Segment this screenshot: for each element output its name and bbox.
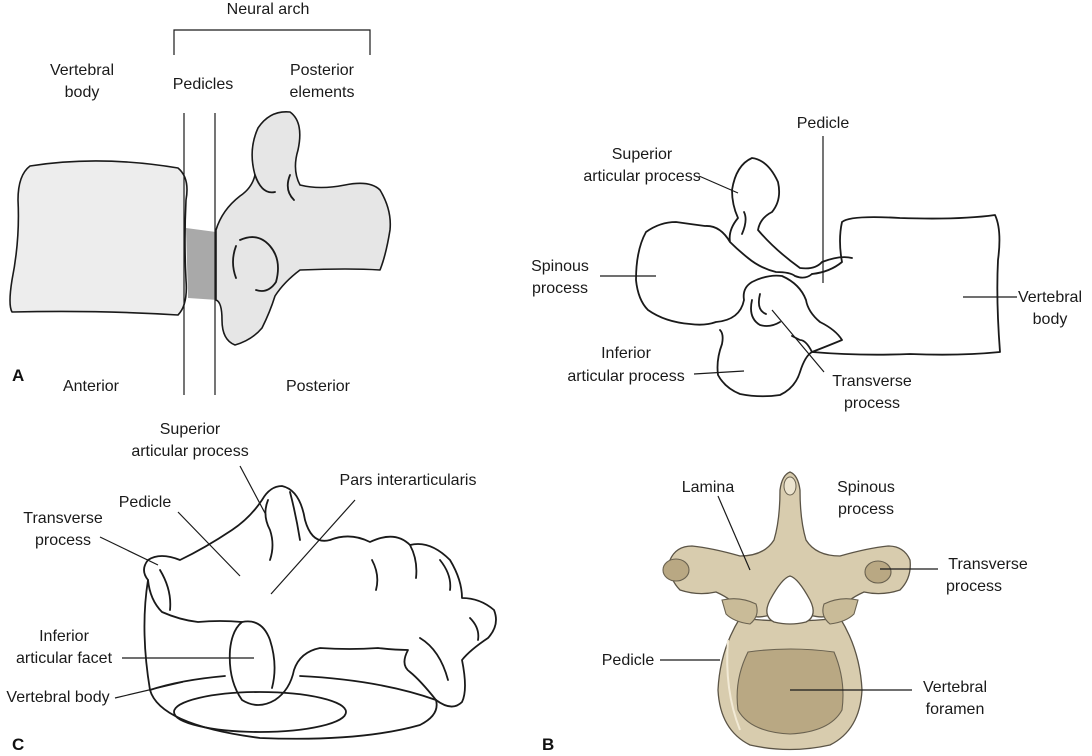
spinous-label-axial2: process xyxy=(838,501,894,518)
inferior-facet-label-c1: Inferior xyxy=(39,628,89,645)
inferior-articular-label-b2: articular process xyxy=(567,368,684,385)
posterior-elements-shape xyxy=(215,111,392,346)
superior-articular-label-b2: articular process xyxy=(583,168,700,185)
axial-highlight xyxy=(726,639,741,731)
transverse-label-c2: process xyxy=(35,532,91,549)
panel-a-letter: A xyxy=(12,366,24,385)
panel-a: Neural arch A Vertebral body Pedicles Po… xyxy=(9,1,392,395)
pars-label-c: Pars interarticularis xyxy=(340,472,477,489)
c-body-end-ring xyxy=(173,691,347,733)
pedicle-label-b: Pedicle xyxy=(797,115,850,132)
spinous-label-b2: process xyxy=(532,280,588,297)
posterior-label: Posterior xyxy=(286,378,351,395)
neural-arch-label: Neural arch xyxy=(227,1,310,18)
transverse-label-c1: Transverse xyxy=(23,510,103,527)
panel-b-lateral: Pedicle Superior articular process Spino… xyxy=(531,115,1082,412)
vertebral-body-label-a1: Vertebral xyxy=(50,62,114,79)
vertebral-body-shape xyxy=(9,160,188,316)
posterior-elements-label-2: elements xyxy=(290,84,355,101)
vertebral-body-label-b2: body xyxy=(1033,311,1068,328)
superior-articular-label-c2: articular process xyxy=(131,443,248,460)
vertebral-body-label-c: Vertebral body xyxy=(6,689,109,706)
panel-c-letter: C xyxy=(12,735,24,754)
c-body-top-edge xyxy=(149,675,437,701)
pedicle-leader-c xyxy=(177,511,241,577)
lateral-vertebral-body xyxy=(791,214,1001,356)
transverse-tip-left xyxy=(662,558,690,582)
c-vertebral-body-outline xyxy=(143,579,438,740)
c-posterior-elements xyxy=(143,485,497,708)
spinous-tip xyxy=(783,476,797,496)
axial-pedicle-left xyxy=(721,598,758,625)
superior-articular-leader-b xyxy=(698,175,739,194)
vertebral-body-label-b1: Vertebral xyxy=(1018,289,1082,306)
lateral-inner-detail xyxy=(741,211,781,327)
pedicles-label: Pedicles xyxy=(173,76,233,93)
pars-leader-c xyxy=(270,499,356,595)
posterior-elements-detail xyxy=(232,174,295,292)
transverse-leader-b xyxy=(771,309,825,373)
transverse-tip-right xyxy=(864,560,892,584)
vertebral-body-label-a2: body xyxy=(65,84,100,101)
panel-b-letter: B xyxy=(542,735,554,754)
c-detail-lines xyxy=(159,491,480,689)
lamina-label: Lamina xyxy=(682,479,735,496)
vertebral-foramen-opening xyxy=(766,575,814,625)
spinous-label-b1: Spinous xyxy=(531,258,589,275)
transverse-leader-c xyxy=(99,536,159,566)
neural-arch-bracket xyxy=(173,29,371,55)
panel-b-axial: B Lamina Spinous process Transverse proc… xyxy=(542,471,1028,754)
pedicle-label-c: Pedicle xyxy=(119,494,172,511)
inferior-articular-leader-b xyxy=(693,370,745,375)
axial-pedicle-right xyxy=(822,598,859,625)
superior-articular-label-b1: Superior xyxy=(612,146,673,163)
inferior-articular-label-b1: Inferior xyxy=(601,345,651,362)
foramen-label-2: foramen xyxy=(926,701,985,718)
anterior-label: Anterior xyxy=(63,378,120,395)
transverse-label-b1: Transverse xyxy=(832,373,912,390)
panel-c: C Superior articular process Pars intera… xyxy=(6,421,497,754)
pedicle-label-axial: Pedicle xyxy=(602,652,655,669)
lamina-leader xyxy=(717,495,751,571)
pedicle-shaded-region xyxy=(186,228,218,300)
superior-articular-label-c1: Superior xyxy=(160,421,221,438)
inferior-facet-label-c2: articular facet xyxy=(16,650,113,667)
posterior-elements-label-1: Posterior xyxy=(290,62,355,79)
spinous-label-axial1: Spinous xyxy=(837,479,895,496)
transverse-label-axial2: process xyxy=(946,578,1002,595)
transverse-label-b2: process xyxy=(844,395,900,412)
vertebral-body-leader-c xyxy=(114,681,184,699)
axial-body-inner xyxy=(736,648,844,735)
lateral-posterior-elements xyxy=(635,157,853,398)
transverse-label-axial1: Transverse xyxy=(948,556,1028,573)
superior-articular-leader-c xyxy=(239,465,267,516)
foramen-label-1: Vertebral xyxy=(923,679,987,696)
